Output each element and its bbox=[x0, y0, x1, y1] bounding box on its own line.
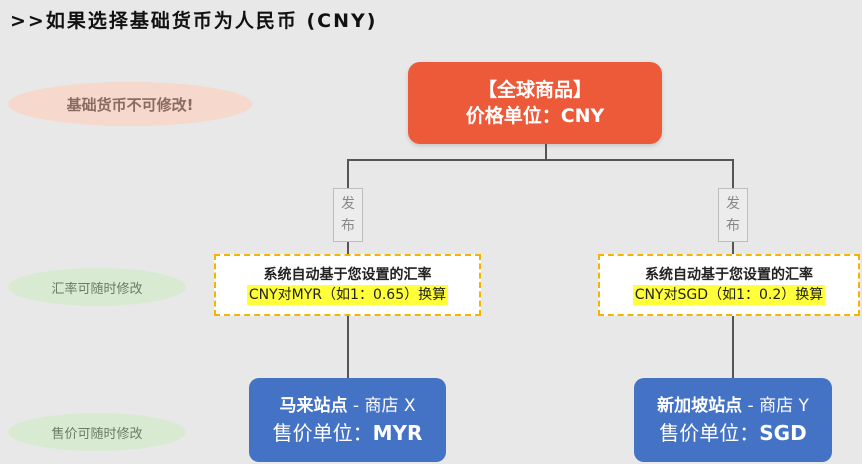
price-prefix: 售价单位： bbox=[659, 421, 760, 445]
price-unit: SGD bbox=[759, 421, 807, 445]
rate-editable-note: 汇率可随时修改 bbox=[8, 268, 186, 306]
rate-description: 系统自动基于您设置的汇率 bbox=[645, 267, 813, 283]
store-price-unit: 售价单位：MYR bbox=[273, 419, 423, 447]
connector-horizontal bbox=[347, 159, 734, 161]
root-title: 【全球商品】 bbox=[477, 79, 592, 101]
store-box-malaysia: 马来站点 - 商店 X 售价单位：MYR bbox=[249, 378, 446, 462]
page-title: >>如果选择基础货币为人民币 (CNY) bbox=[10, 10, 378, 32]
rate-example: CNY对MYR（如1：0.65）换算 bbox=[246, 285, 449, 305]
store-title: 马来站点 - 商店 X bbox=[280, 393, 416, 419]
connector-right-to-tag bbox=[732, 159, 734, 188]
store-suffix: - 商店 Y bbox=[742, 396, 809, 416]
store-box-singapore: 新加坡站点 - 商店 Y 售价单位：SGD bbox=[634, 378, 832, 462]
global-product-box: 【全球商品】 价格单位：CNY bbox=[408, 62, 662, 144]
store-title: 新加坡站点 - 商店 Y bbox=[657, 393, 809, 419]
rate-description: 系统自动基于您设置的汇率 bbox=[263, 267, 432, 283]
publish-char-1: 发 bbox=[726, 196, 740, 212]
price-editable-note: 售价可随时修改 bbox=[8, 413, 186, 451]
root-price-unit: 价格单位：CNY bbox=[465, 105, 605, 127]
store-suffix: - 商店 X bbox=[347, 396, 416, 416]
publish-char-1: 发 bbox=[341, 196, 355, 212]
store-price-unit: 售价单位：SGD bbox=[659, 419, 806, 447]
rate-box-sgd: 系统自动基于您设置的汇率 CNY对SGD（如1：0.2）换算 bbox=[598, 254, 860, 316]
connector-root-down bbox=[545, 144, 547, 160]
connector-left-to-tag bbox=[347, 159, 349, 188]
connector-left-tag-to-rate bbox=[347, 242, 349, 254]
publish-char-2: 布 bbox=[726, 218, 740, 234]
rate-example: CNY对SGD（如1：0.2）换算 bbox=[632, 285, 826, 305]
price-prefix: 售价单位： bbox=[272, 421, 373, 445]
publish-tag-left: 发 布 bbox=[333, 188, 363, 242]
publish-tag-right: 发 布 bbox=[718, 188, 748, 242]
base-currency-locked-note: 基础货币不可修改! bbox=[8, 82, 252, 126]
rate-box-myr: 系统自动基于您设置的汇率 CNY对MYR（如1：0.65）换算 bbox=[214, 254, 481, 316]
store-name: 马来站点 bbox=[279, 396, 348, 416]
connector-right-tag-to-rate bbox=[732, 242, 734, 254]
store-name: 新加坡站点 bbox=[657, 396, 743, 416]
connector-right-rate-to-store bbox=[732, 316, 734, 378]
price-unit: MYR bbox=[372, 421, 423, 445]
publish-char-2: 布 bbox=[341, 218, 355, 234]
connector-left-rate-to-store bbox=[347, 316, 349, 378]
